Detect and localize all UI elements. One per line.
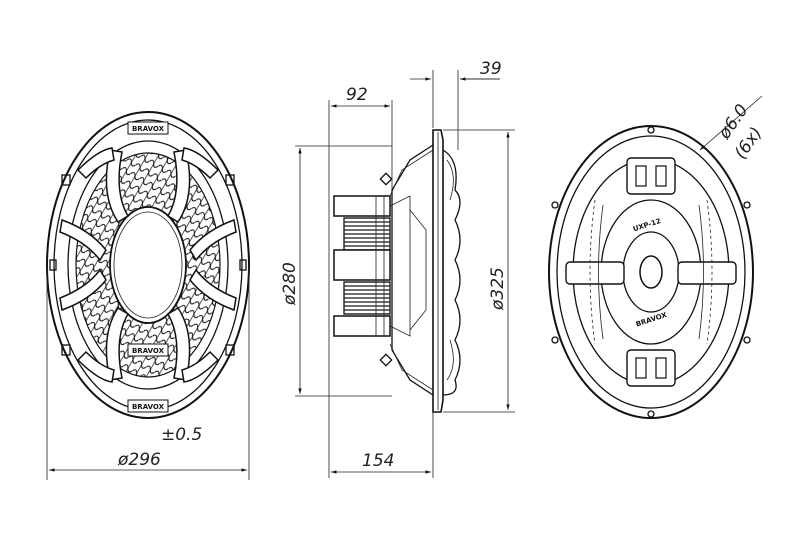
front-brand-top: BRAVOX [132,125,165,133]
rear-vent [639,255,663,289]
front-brand-plate-bottom [127,399,169,413]
rear-model-label: UXP-12 [632,217,662,234]
side-basket [391,144,434,396]
side-magnet-center [333,249,391,281]
side-outer-diameter-label: ø325 [488,267,508,311]
side-magnet-top-plate [333,195,391,217]
side-total-depth-label: 154 [362,451,394,471]
rear-terminals [635,165,667,379]
front-mount-screws [49,174,247,356]
rear-brand-label: BRAVOX [635,311,669,329]
rear-frame-ring [556,135,746,409]
front-brand-plate-middle [127,343,169,357]
rear-outer-frame [548,125,754,419]
front-brand-plate-top [127,121,169,135]
front-diameter-label: ø296 [117,450,161,470]
rear-hole-leader [699,95,763,151]
side-magnet-bottom-plate [333,315,391,337]
front-dust-cap [109,206,187,324]
front-surround [67,140,229,390]
side-depth-magnet-label: 92 [346,85,368,105]
front-brand-middle: BRAVOX [132,347,165,355]
side-magnet-bottom-fins [343,281,391,315]
front-dust-cap-inner [113,211,183,319]
front-grille-bars [59,147,237,383]
front-view: BRAVOX BRAVOX BRAVOX ±0.5 ø296 [46,111,250,480]
front-tolerance-label: ±0.5 [161,425,202,445]
side-surround [442,149,461,396]
side-terminals [379,172,393,367]
side-flange-label: 39 [480,59,502,79]
side-mount-diameter-label: ø280 [280,262,300,306]
rear-mount-holes [551,126,751,418]
front-brand-bottom: BRAVOX [132,403,165,411]
side-magnet-top-fins [343,217,391,251]
side-view: 92 39 ø280 ø325 154 [280,59,515,478]
rear-view: UXP-12 BRAVOX ø6.0 (6x) [548,95,767,419]
